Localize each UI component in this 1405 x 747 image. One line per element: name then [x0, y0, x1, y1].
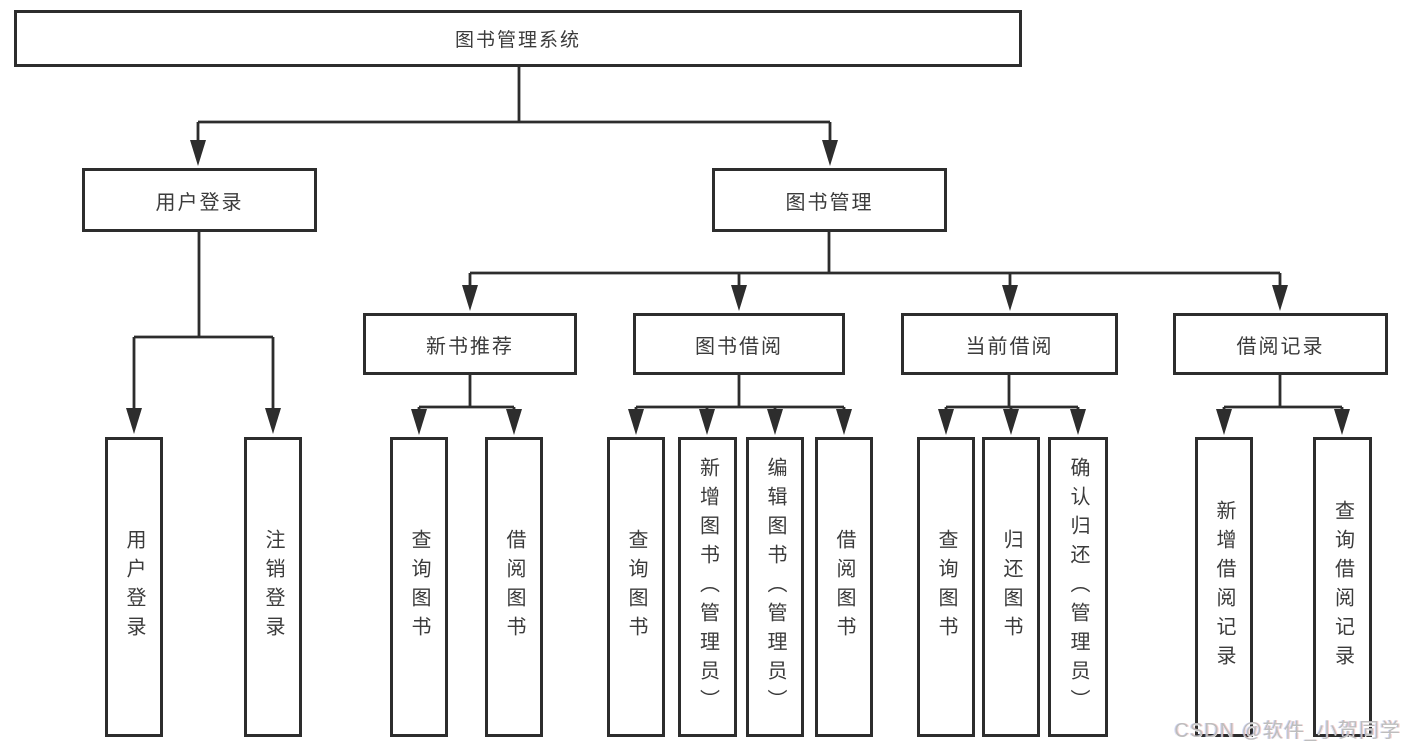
node-current-borrow: 当前借阅 — [901, 313, 1118, 375]
node-label: 确认归还（管理员） — [1067, 456, 1089, 718]
node-label: 查询图书 — [408, 529, 430, 645]
node-new-book-recommend: 新书推荐 — [363, 313, 577, 375]
connector-borrow-record-split — [1222, 375, 1344, 414]
leaf-edit-book-admin: 编辑图书（管理员） — [746, 437, 804, 737]
leaf-confirm-return-admin: 确认归还（管理员） — [1048, 437, 1108, 737]
leaf-borrow-book-action: 借阅图书 — [815, 437, 873, 737]
connector-new-book-split — [417, 375, 516, 414]
node-label: 图书管理 — [785, 191, 874, 214]
node-label: 新增图书（管理员） — [696, 456, 719, 718]
node-system-root: 图书管理系统 — [14, 10, 1022, 67]
leaf-logout-action: 注销登录 — [244, 437, 302, 737]
connector-current-borrow-split — [944, 375, 1080, 414]
node-label: 新书推荐 — [426, 335, 514, 358]
leaf-return-book: 归还图书 — [982, 437, 1040, 737]
leaf-user-login-action: 用户登录 — [105, 437, 163, 737]
node-label: 注销登录 — [262, 529, 284, 645]
leaf-borrow-book-recommend: 借阅图书 — [485, 437, 543, 737]
node-label: 查询图书 — [625, 529, 647, 645]
connector-root-split — [196, 67, 832, 146]
node-label: 用户登录 — [155, 191, 244, 214]
connector-book-mgmt-split — [468, 232, 1282, 290]
leaf-add-book-admin: 新增图书（管理员） — [678, 437, 737, 737]
leaf-add-borrow-record: 新增借阅记录 — [1195, 437, 1253, 737]
node-label: 借阅记录 — [1236, 335, 1325, 358]
node-label: 图书管理系统 — [454, 30, 581, 51]
leaf-query-book-recommend: 查询图书 — [390, 437, 448, 737]
node-label: 归还图书 — [1000, 529, 1022, 645]
connector-user-login-split — [132, 232, 275, 412]
leaf-query-book-current: 查询图书 — [917, 437, 975, 737]
node-label: 用户登录 — [123, 529, 145, 645]
leaf-query-borrow-record: 查询借阅记录 — [1313, 437, 1372, 737]
node-label: 当前借阅 — [965, 335, 1054, 358]
connector-book-borrow-split — [634, 375, 846, 414]
node-label: 借阅图书 — [833, 529, 855, 645]
csdn-watermark: CSDN @软件_小贺同学 — [1174, 720, 1401, 742]
node-label: 图书借阅 — [695, 335, 783, 358]
node-borrow-record: 借阅记录 — [1173, 313, 1388, 375]
node-label: 新增借阅记录 — [1213, 500, 1235, 674]
node-user-login: 用户登录 — [82, 168, 317, 232]
node-label: 查询借阅记录 — [1331, 500, 1354, 674]
node-label: 借阅图书 — [503, 529, 525, 645]
node-book-management: 图书管理 — [712, 168, 947, 232]
node-label: 编辑图书（管理员） — [764, 456, 786, 718]
node-book-borrow: 图书借阅 — [633, 313, 845, 375]
leaf-query-book-borrow: 查询图书 — [607, 437, 665, 737]
node-label: 查询图书 — [935, 529, 957, 645]
